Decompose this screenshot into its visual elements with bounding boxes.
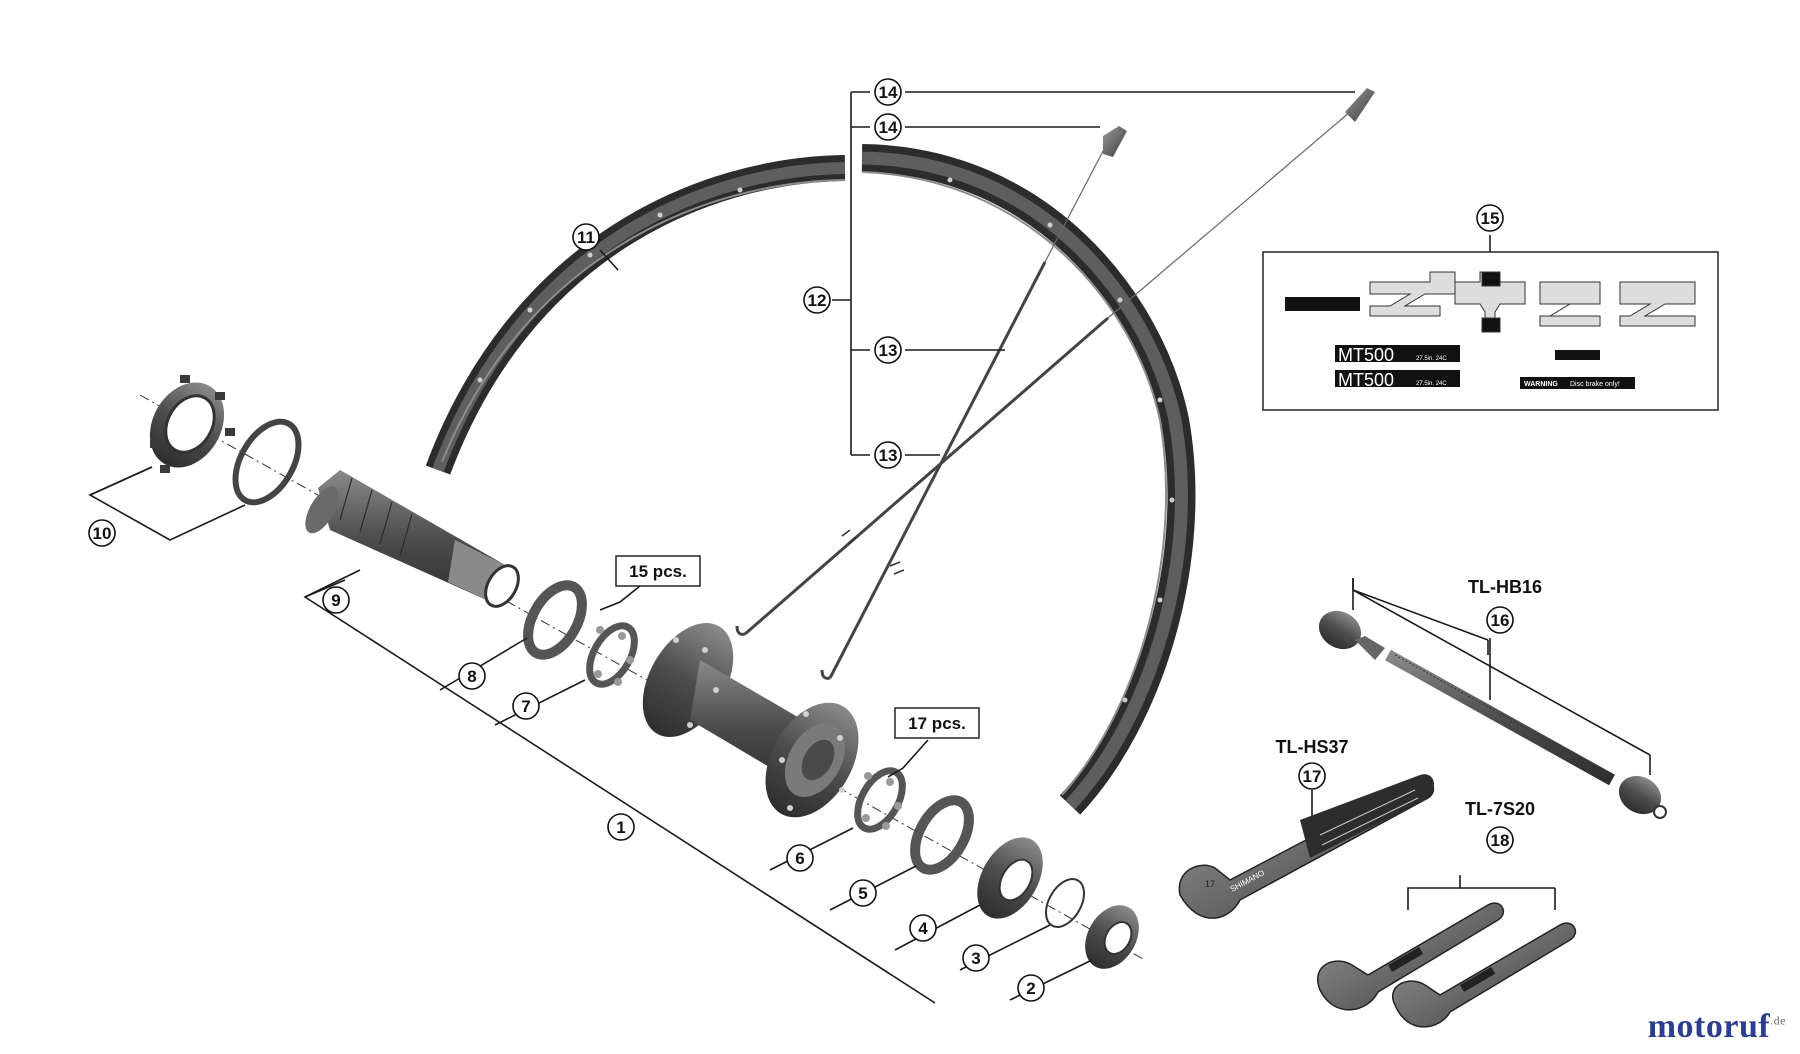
svg-text:13: 13 bbox=[879, 341, 898, 360]
callout-13-lower: 13 bbox=[874, 441, 902, 469]
svg-text:Disc brake only!: Disc brake only! bbox=[1570, 381, 1620, 388]
tool-label-tl-7s20: TL-7S20 bbox=[1465, 799, 1535, 819]
quantity-label-15: 15 pcs. bbox=[615, 555, 701, 587]
callout-16: 16 bbox=[1486, 606, 1514, 634]
hub-axis-line bbox=[139, 394, 1146, 961]
callout-3: 3 bbox=[962, 944, 990, 972]
hub-seal-right bbox=[910, 795, 974, 875]
svg-text:27.5in. 24C: 27.5in. 24C bbox=[1416, 356, 1447, 362]
svg-text:13: 13 bbox=[879, 446, 898, 465]
svg-text:16: 16 bbox=[1491, 611, 1510, 630]
freehub-body bbox=[305, 470, 520, 608]
callout-4: 4 bbox=[909, 914, 937, 942]
leader-lines bbox=[88, 91, 1651, 1004]
callout-5: 5 bbox=[849, 879, 877, 907]
callout-10: 10 bbox=[88, 519, 116, 547]
svg-text:17: 17 bbox=[1303, 767, 1322, 786]
svg-text:3: 3 bbox=[971, 949, 980, 968]
tool-tl-hs37: SHIMANO 17 bbox=[1178, 774, 1435, 919]
svg-text:6: 6 bbox=[795, 849, 804, 868]
graphic-decals bbox=[1369, 271, 1696, 333]
tool-tl-hb16 bbox=[1318, 610, 1667, 819]
svg-text:12: 12 bbox=[808, 291, 827, 310]
svg-text:27.5in. 24C: 27.5in. 24C bbox=[1416, 381, 1447, 387]
svg-text:7: 7 bbox=[521, 697, 530, 716]
callout-13-upper: 13 bbox=[874, 336, 902, 364]
callout-14-upper: 14 bbox=[874, 78, 902, 106]
hub-cone bbox=[977, 837, 1043, 919]
spokes bbox=[735, 111, 1351, 680]
watermark-text: motoruf bbox=[1647, 1008, 1771, 1045]
svg-text:WARNING: WARNING bbox=[1524, 381, 1558, 388]
svg-text:15 pcs.: 15 pcs. bbox=[629, 562, 687, 581]
spoke-nipple-upper bbox=[1103, 126, 1127, 157]
callout-8: 8 bbox=[458, 662, 486, 690]
warning-decal: WARNING Disc brake only! bbox=[1520, 377, 1635, 389]
svg-text:9: 9 bbox=[331, 591, 340, 610]
svg-text:18: 18 bbox=[1491, 831, 1510, 850]
ball-retainer-left bbox=[586, 622, 638, 688]
callout-12: 12 bbox=[803, 286, 831, 314]
quantity-label-17: 17 pcs. bbox=[894, 707, 980, 739]
callout-2: 2 bbox=[1017, 974, 1045, 1002]
callout-18: 18 bbox=[1486, 826, 1514, 854]
tool-label-tl-hb16: TL-HB16 bbox=[1468, 577, 1542, 597]
hub-shell bbox=[642, 623, 859, 818]
svg-text:MT500: MT500 bbox=[1338, 345, 1394, 365]
callout-7: 7 bbox=[512, 692, 540, 720]
callout-6: 6 bbox=[786, 844, 814, 872]
svg-text:2: 2 bbox=[1026, 979, 1035, 998]
svg-text:11: 11 bbox=[577, 228, 595, 247]
svg-text:10: 10 bbox=[93, 524, 112, 543]
tool-tl-7s20 bbox=[1317, 902, 1577, 1028]
decal-sheet: SHIMANO MT500 27.5in. 24C MT500 27.5in. … bbox=[1262, 251, 1719, 411]
freehub-seal bbox=[523, 580, 587, 660]
brand-decal: SHIMANO bbox=[1285, 297, 1360, 311]
ball-retainer-right bbox=[854, 767, 906, 833]
o-ring bbox=[1045, 878, 1085, 928]
callouts: 1 2 3 4 5 6 7 8 9 10 11 12 13 13 14 14 1… bbox=[88, 78, 1514, 1002]
svg-text:5: 5 bbox=[858, 884, 867, 903]
model-decal-2: MT500 27.5in. 24C bbox=[1335, 370, 1460, 390]
svg-text:MT500: MT500 bbox=[1338, 370, 1394, 390]
watermark-suffix: .de bbox=[1770, 1013, 1786, 1028]
lockring-spacer bbox=[232, 418, 302, 506]
svg-text:17 pcs.: 17 pcs. bbox=[908, 714, 966, 733]
svg-text:8: 8 bbox=[467, 667, 476, 686]
tool-label-tl-hs37: TL-HS37 bbox=[1275, 737, 1348, 757]
callout-9: 9 bbox=[322, 586, 350, 614]
callout-15: 15 bbox=[1476, 204, 1504, 232]
svg-text:14: 14 bbox=[879, 83, 898, 102]
rim bbox=[425, 144, 1196, 815]
callout-14-lower: 14 bbox=[874, 113, 902, 141]
svg-text:14: 14 bbox=[879, 118, 898, 137]
small-info-decal bbox=[1555, 350, 1600, 360]
lock-nut bbox=[1085, 905, 1139, 969]
svg-text:SHIMANO: SHIMANO bbox=[1305, 303, 1339, 310]
callout-11: 11 bbox=[572, 223, 600, 251]
svg-text:1: 1 bbox=[616, 818, 625, 837]
callout-17: 17 bbox=[1298, 762, 1326, 790]
spoke-nipple-right bbox=[1345, 88, 1375, 122]
svg-text:17: 17 bbox=[1205, 879, 1215, 889]
watermark-logo: motoruf.de bbox=[1648, 1008, 1786, 1046]
callout-1: 1 bbox=[607, 813, 635, 841]
svg-text:15: 15 bbox=[1481, 209, 1500, 228]
lockring bbox=[149, 375, 235, 473]
svg-text:4: 4 bbox=[918, 919, 928, 938]
model-decal-1: MT500 27.5in. 24C bbox=[1335, 345, 1460, 365]
